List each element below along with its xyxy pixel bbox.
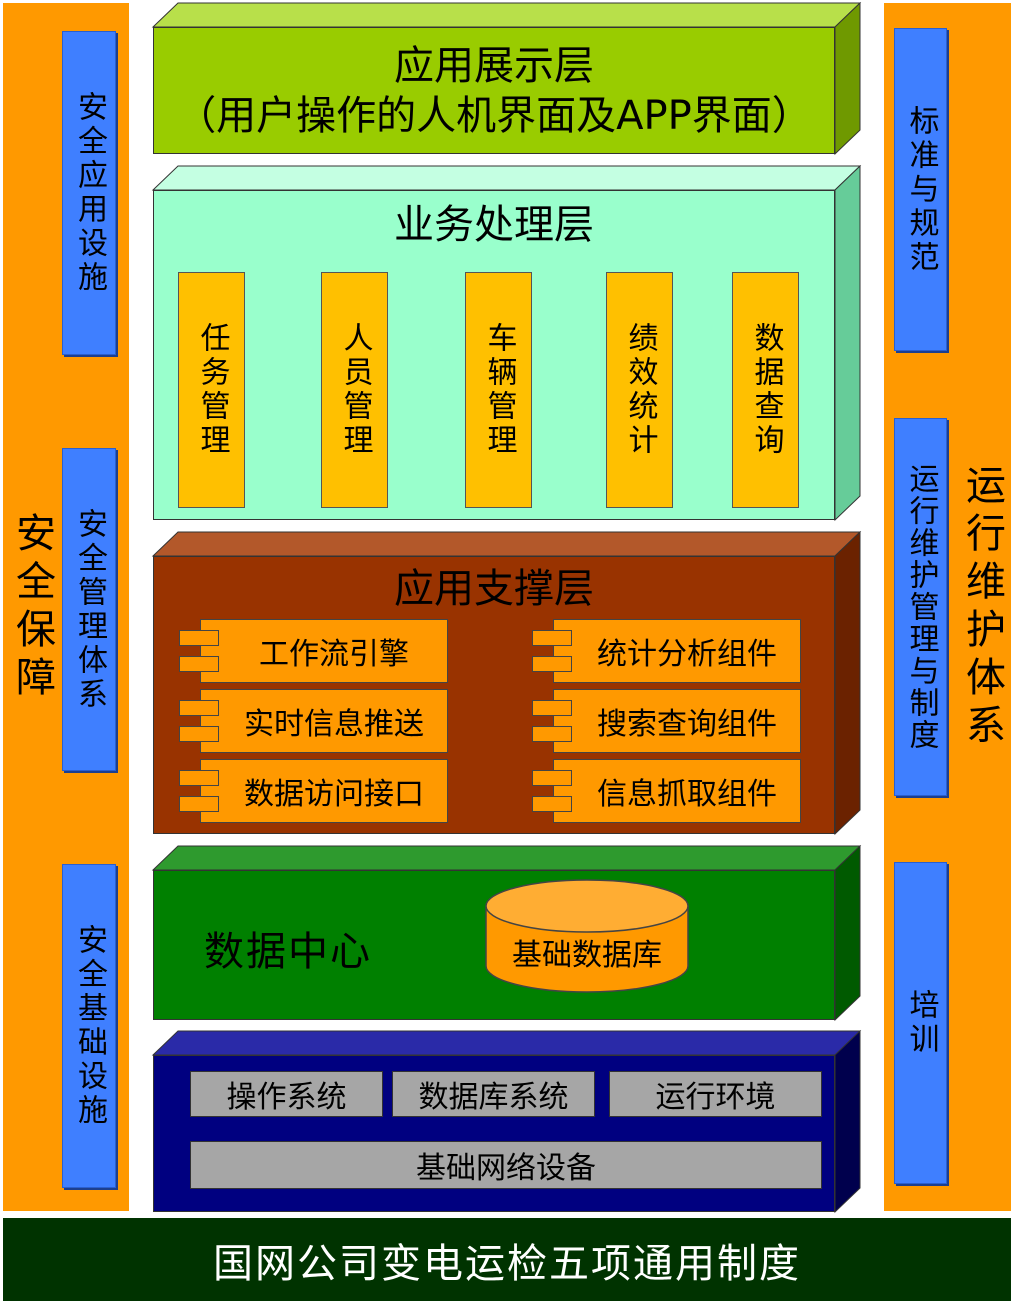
module-task-management: 任务管理	[178, 272, 245, 508]
security-management-label: 安全管理体系	[72, 507, 107, 712]
ops-management-box: 运行维护管理与制度	[894, 418, 947, 796]
ops-management-label: 运行维护管理与制度	[903, 463, 939, 751]
security-infrastructure-box: 安全基础设施	[62, 864, 116, 1188]
component-tab	[532, 656, 572, 672]
standards-box: 标准与规范	[894, 28, 947, 351]
module-data-query: 数据查询	[732, 272, 799, 508]
security-pillar-label: 安全保障	[9, 512, 55, 704]
infra-database-system: 数据库系统	[392, 1071, 595, 1117]
infra-network-equipment: 基础网络设备	[190, 1141, 822, 1189]
training-box: 培训	[894, 862, 947, 1184]
module-personnel-management: 人员管理	[321, 272, 388, 508]
component-tab	[179, 700, 219, 716]
module-vehicle-management: 车辆管理	[465, 272, 532, 508]
component-tab	[179, 630, 219, 646]
component-label: 工作流引擎	[259, 637, 409, 672]
presentation-layer-subtitle: （用户操作的人机界面及APP界面）	[176, 93, 812, 139]
component-label: 数据访问接口	[244, 777, 424, 812]
standards-label: 标准与规范	[903, 104, 939, 275]
component-workflow-engine: 工作流引擎	[179, 619, 448, 683]
security-infrastructure-label: 安全基础设施	[72, 924, 107, 1128]
module-performance-statistics: 绩效统计	[606, 272, 673, 508]
database-cylinder-icon	[485, 879, 689, 993]
support-layer-title: 应用支撑层	[394, 566, 594, 612]
footer-banner: 国网公司变电运检五项通用制度	[3, 1218, 1011, 1301]
module-label: 人员管理	[337, 322, 373, 458]
component-tab	[532, 726, 572, 742]
operations-pillar-label: 运行维护体系	[959, 464, 1005, 752]
training-label: 培训	[903, 989, 939, 1057]
component-tab	[532, 700, 572, 716]
module-label: 绩效统计	[622, 322, 658, 458]
module-label: 数据查询	[748, 322, 784, 458]
component-tab	[179, 770, 219, 786]
component-search-query: 搜索查询组件	[532, 689, 801, 753]
module-label: 任务管理	[194, 322, 230, 458]
module-label: 车辆管理	[481, 322, 517, 458]
component-label: 搜索查询组件	[597, 707, 777, 742]
component-tab	[532, 630, 572, 646]
presentation-layer: 应用展示层 （用户操作的人机界面及APP界面）	[153, 27, 835, 154]
component-tab	[179, 796, 219, 812]
component-tab	[179, 726, 219, 742]
infra-operating-system: 操作系统	[190, 1071, 383, 1117]
component-tab	[532, 770, 572, 786]
business-layer-title: 业务处理层	[394, 202, 594, 248]
database-label: 基础数据库	[512, 938, 662, 973]
footer-label: 国网公司变电运检五项通用制度	[213, 1240, 801, 1287]
security-management-box: 安全管理体系	[62, 448, 116, 771]
component-tab	[532, 796, 572, 812]
component-realtime-push: 实时信息推送	[179, 689, 448, 753]
component-label: 统计分析组件	[597, 637, 777, 672]
presentation-layer-title: 应用展示层	[394, 43, 594, 89]
component-info-crawler: 信息抓取组件	[532, 759, 801, 823]
component-data-access-interface: 数据访问接口	[179, 759, 448, 823]
security-app-facility-label: 安全应用设施	[72, 91, 107, 295]
component-tab	[179, 656, 219, 672]
infra-runtime-environment: 运行环境	[609, 1071, 822, 1117]
component-label: 实时信息推送	[244, 707, 424, 742]
security-app-facility-box: 安全应用设施	[62, 31, 116, 355]
component-label: 信息抓取组件	[597, 777, 777, 812]
data-center-title: 数据中心	[204, 929, 372, 975]
component-statistical-analysis: 统计分析组件	[532, 619, 801, 683]
